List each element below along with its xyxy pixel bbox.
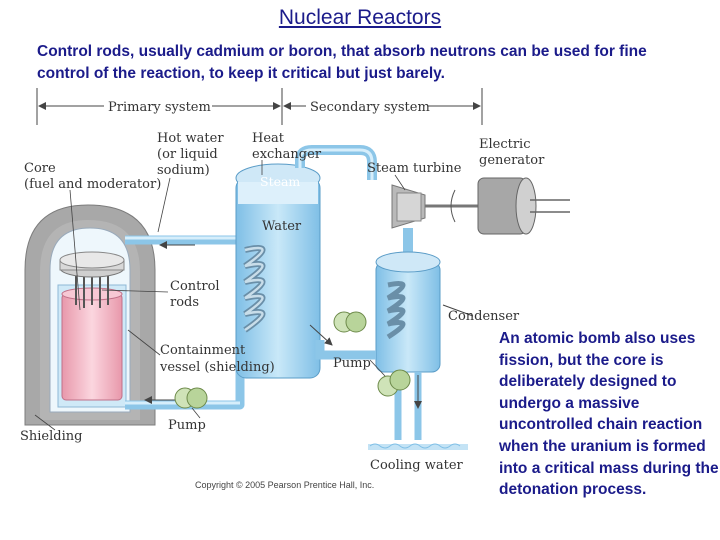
label-heat-exchanger-sub: exchanger	[252, 147, 322, 162]
label-electric-generator-sub: generator	[479, 153, 545, 168]
pump-secondary	[333, 311, 367, 333]
electric-generator	[477, 177, 570, 235]
label-condenser: Condenser	[448, 309, 520, 324]
label-steam: Steam	[260, 174, 300, 189]
leader-lines	[34, 160, 406, 431]
cooling-water	[368, 443, 468, 450]
pump-condenser	[377, 369, 411, 397]
page-title: Nuclear Reactors	[278, 6, 442, 29]
primary-loop	[125, 235, 245, 410]
label-cooling-water: Cooling water	[370, 458, 464, 473]
label-water: Water	[262, 219, 302, 234]
steam-turbine	[391, 184, 480, 229]
label-control-rods: Control	[170, 279, 220, 294]
intro-text: Control rods, usually cadmium or boron, …	[37, 43, 647, 82]
pump-primary	[174, 387, 208, 409]
label-primary-system: Primary system	[108, 100, 211, 115]
label-containment-sub: vessel (shielding)	[159, 360, 275, 375]
label-hot-water: Hot water	[157, 131, 224, 146]
label-containment: Containment	[160, 343, 246, 358]
label-core: Core	[24, 161, 56, 176]
label-pump-secondary: Pump	[333, 356, 371, 371]
control-rods	[75, 275, 109, 308]
copyright-text: Copyright © 2005 Pearson Prentice Hall, …	[195, 480, 374, 490]
condenser	[375, 251, 441, 373]
label-core-sub: (fuel and moderator)	[24, 177, 161, 192]
label-electric-generator: Electric	[479, 137, 531, 152]
label-shielding: Shielding	[20, 429, 82, 444]
label-hot-water-sub1: (or liquid	[157, 147, 218, 162]
label-secondary-system: Secondary system	[310, 100, 430, 115]
label-steam-turbine: Steam turbine	[367, 161, 462, 176]
label-control-rods-sub: rods	[170, 295, 199, 310]
label-pump-primary: Pump	[168, 418, 206, 433]
side-text: An atomic bomb also uses fission, but th…	[499, 330, 719, 499]
reactor-core	[61, 293, 123, 401]
heat-exchanger	[235, 163, 321, 379]
label-heat-exchanger: Heat	[252, 131, 285, 146]
system-divider	[36, 88, 483, 125]
label-hot-water-sub2: sodium)	[157, 163, 210, 178]
